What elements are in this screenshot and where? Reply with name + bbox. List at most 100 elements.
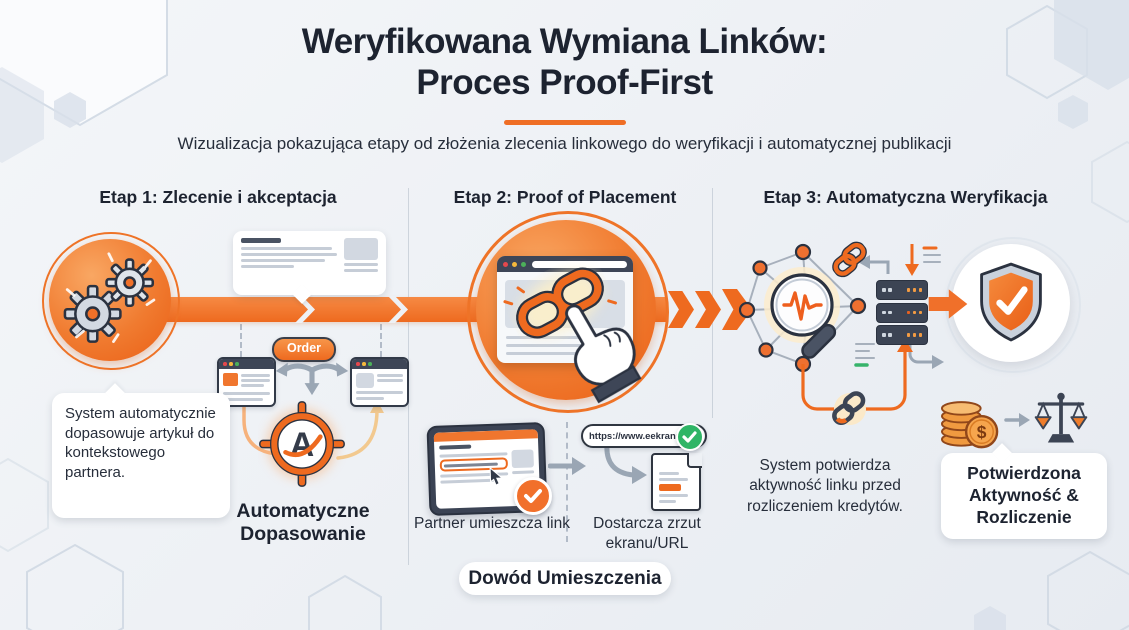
arrow-right-small-icon bbox=[1004, 413, 1030, 427]
checklist-icon bbox=[854, 343, 875, 367]
stage1-note-text: System automatycznie dopasowuje artykuł … bbox=[65, 405, 216, 481]
order-badge: Order bbox=[272, 337, 336, 362]
coins-icon: $ bbox=[940, 401, 999, 449]
order-card-text-lines bbox=[241, 238, 337, 275]
skeleton-line bbox=[241, 265, 294, 268]
skeleton-line bbox=[659, 500, 676, 503]
stage1-title: Etap 1: Zlecenie i akceptacja bbox=[99, 187, 337, 207]
browser-header bbox=[352, 359, 407, 369]
title-underline bbox=[504, 120, 626, 125]
dollar-symbol: $ bbox=[977, 422, 987, 442]
skeleton-line bbox=[344, 269, 378, 272]
stage3-note-text: System potwierdza aktywność linku przed … bbox=[747, 457, 903, 515]
skeleton-line bbox=[659, 472, 680, 475]
skeleton-line bbox=[241, 384, 265, 387]
logo-letter: A bbox=[290, 426, 315, 464]
chain-link-icon bbox=[832, 241, 867, 278]
skeleton-line bbox=[241, 379, 270, 382]
browser-body bbox=[352, 369, 407, 405]
stage2-step-right-label: Dostarcza zrzut ekranu/URL bbox=[593, 515, 701, 553]
red-dot-icon bbox=[356, 362, 360, 366]
skeleton-line bbox=[344, 263, 378, 266]
highlight-line bbox=[659, 484, 682, 491]
server-led bbox=[918, 288, 922, 292]
yellow-dot-icon bbox=[229, 362, 233, 366]
return-arrow-icon bbox=[868, 260, 890, 274]
dashed-connector-left bbox=[240, 324, 242, 357]
server-led bbox=[906, 333, 910, 337]
skeleton-line bbox=[356, 391, 403, 394]
server-unit bbox=[876, 302, 928, 323]
partner-browser-window bbox=[350, 357, 409, 407]
skeleton-line bbox=[241, 247, 333, 250]
stage3-badge-bubble: Potwierdzona Aktywność & Rozliczenie bbox=[941, 443, 1107, 539]
skeleton-line bbox=[440, 478, 495, 484]
server-led bbox=[888, 333, 892, 337]
skeleton-line bbox=[223, 392, 270, 395]
stage2-dashed-divider bbox=[566, 422, 568, 542]
green-dot-icon bbox=[235, 362, 239, 366]
red-dot-icon bbox=[223, 362, 227, 366]
stage2-step-left-label: Partner umieszcza link bbox=[414, 515, 570, 532]
skeleton-line bbox=[223, 398, 263, 401]
server-stack-icon bbox=[876, 280, 928, 348]
pointing-hand-cursor-icon bbox=[565, 304, 642, 404]
screenshot-document-icon bbox=[651, 452, 702, 511]
server-led bbox=[906, 288, 910, 292]
forward-arrow-icon bbox=[908, 342, 932, 364]
stage1-caption: Automatyczne Dopasowanie bbox=[236, 500, 370, 545]
server-unit bbox=[876, 325, 928, 345]
page-fold bbox=[686, 452, 702, 468]
verified-shield-icon bbox=[980, 262, 1042, 342]
article-image-block bbox=[223, 373, 238, 386]
skeleton-line bbox=[241, 374, 270, 377]
auto-matching-target-icon: A bbox=[259, 401, 345, 487]
server-unit bbox=[876, 280, 928, 300]
skeleton-line bbox=[377, 374, 403, 377]
stage3-badge-text: Potwierdzona Aktywność & Rozliczenie bbox=[967, 463, 1081, 527]
placement-check-icon bbox=[514, 477, 552, 515]
page-title-line1: Weryfikowana Wymiana Linków: bbox=[301, 22, 828, 61]
server-led bbox=[888, 288, 892, 292]
dashed-connector-right bbox=[380, 324, 382, 357]
page-title: Weryfikowana Wymiana Linków: Proces Proo… bbox=[0, 22, 1129, 104]
skeleton-line bbox=[377, 379, 403, 382]
scales-icon bbox=[1034, 392, 1088, 443]
order-card-thumbnail bbox=[344, 238, 378, 275]
skeleton-line bbox=[241, 259, 326, 262]
server-led bbox=[918, 310, 922, 315]
skeleton-line bbox=[659, 494, 688, 497]
stage2-title: Etap 2: Proof of Placement bbox=[453, 187, 677, 207]
server-led bbox=[912, 288, 916, 292]
image-placeholder bbox=[356, 373, 374, 388]
arrow-right-icon bbox=[548, 457, 586, 475]
red-dot-icon bbox=[503, 261, 508, 267]
server-led bbox=[918, 333, 922, 337]
log-list-icon bbox=[922, 246, 941, 263]
image-placeholder bbox=[344, 238, 378, 260]
split-arrows-icon bbox=[275, 362, 349, 396]
stage1-circle-ring bbox=[42, 232, 180, 370]
order-preview-card bbox=[233, 231, 386, 304]
url-text: https://www.eekranu/URL bbox=[589, 430, 704, 442]
address-bar bbox=[532, 260, 627, 268]
verified-chain-icon bbox=[832, 391, 866, 426]
link-check-connector bbox=[801, 339, 913, 426]
skeleton-line bbox=[512, 470, 535, 475]
green-dot-icon bbox=[521, 261, 526, 267]
curved-arrow-icon bbox=[604, 442, 647, 484]
stage2-circle-ring bbox=[467, 211, 669, 413]
skeleton-line bbox=[439, 444, 472, 450]
green-dot-icon bbox=[368, 362, 372, 366]
skeleton-line bbox=[241, 253, 337, 256]
server-activity-icons bbox=[854, 244, 944, 369]
yellow-dot-icon bbox=[512, 261, 517, 267]
stage3-title: Etap 3: Automatyczna Weryfikacja bbox=[763, 187, 1048, 207]
image-placeholder bbox=[511, 449, 534, 469]
browser-body bbox=[219, 369, 274, 405]
skeleton-line bbox=[506, 344, 602, 347]
server-led bbox=[882, 333, 886, 337]
stage1-note-bubble: System automatycznie dopasowuje artykuł … bbox=[52, 383, 230, 518]
